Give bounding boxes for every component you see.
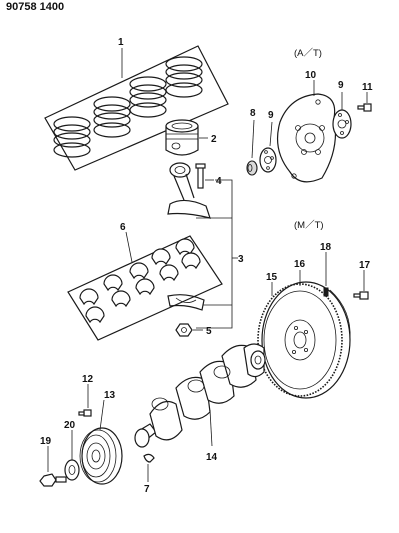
- washer: 20: [64, 420, 80, 481]
- leader-14: [209, 409, 213, 447]
- dowel-pin: 18: [320, 242, 332, 297]
- bearing-shells: [79, 238, 201, 324]
- leader-13: [99, 399, 105, 431]
- drive-plate: 10: [277, 70, 337, 183]
- pulley-bolt: 12: [78, 374, 94, 417]
- callout-13: 13: [104, 390, 116, 401]
- bearing-box-outline: [67, 235, 223, 341]
- callout-17: 17: [359, 260, 371, 271]
- callout-15: 15: [266, 272, 278, 283]
- callout-3: 3: [238, 254, 244, 265]
- rod-nut: 5: [175, 323, 212, 337]
- ring-gear-leader: 15 16: [266, 259, 306, 296]
- callout-9-rear: 9: [338, 80, 344, 91]
- callout-4: 4: [216, 176, 222, 187]
- crankshaft-pulley: 13: [79, 390, 123, 485]
- ring-stack-4: [165, 56, 203, 98]
- center-bolt: 19: [39, 436, 67, 487]
- spacer: 8: [246, 108, 258, 176]
- flywheel-bolt: 17: [353, 260, 371, 300]
- callout-11: 11: [362, 82, 373, 93]
- callout-20: 20: [64, 420, 76, 431]
- callout-16: 16: [294, 259, 306, 270]
- connecting-rod: 4: [167, 162, 222, 219]
- flywheel: [257, 281, 351, 399]
- drive-plate-bolt: 11: [357, 82, 373, 112]
- callout-6: 6: [120, 222, 126, 233]
- piston-rings-set: 1: [44, 37, 229, 171]
- adapter-plate-front: 9: [259, 110, 277, 173]
- rings-box-outline: [44, 45, 229, 171]
- leader-9a: [269, 121, 273, 147]
- leader-8: [251, 119, 255, 159]
- rod-cap: [167, 294, 205, 311]
- callout-19: 19: [40, 436, 52, 447]
- main-bearing-set: 6: [67, 222, 223, 341]
- callout-9-front: 9: [268, 110, 274, 121]
- crankshaft: 14: [134, 343, 266, 463]
- callout-8: 8: [250, 108, 256, 119]
- ring-stack-2: [93, 96, 131, 138]
- piston: 2: [165, 119, 217, 156]
- bracket-3: 3: [196, 179, 244, 329]
- label-automatic: (A／T): [294, 48, 322, 59]
- callout-2: 2: [211, 134, 217, 145]
- adapter-plate-rear: 9: [332, 80, 352, 139]
- callout-10: 10: [305, 70, 317, 81]
- callout-12: 12: [82, 374, 94, 385]
- callout-14: 14: [206, 452, 218, 463]
- leader-6: [125, 231, 133, 263]
- callout-1: 1: [118, 37, 124, 48]
- callout-18: 18: [320, 242, 332, 253]
- woodruff-key: 7: [143, 453, 155, 495]
- callout-5: 5: [206, 326, 212, 337]
- label-manual: (M／T): [294, 220, 324, 231]
- rod-bolt: [197, 165, 204, 189]
- diagram-code: 90758 1400: [6, 1, 64, 13]
- ring-stack-3: [129, 76, 167, 118]
- ring-stack-1: [53, 116, 91, 158]
- callout-7: 7: [144, 484, 150, 495]
